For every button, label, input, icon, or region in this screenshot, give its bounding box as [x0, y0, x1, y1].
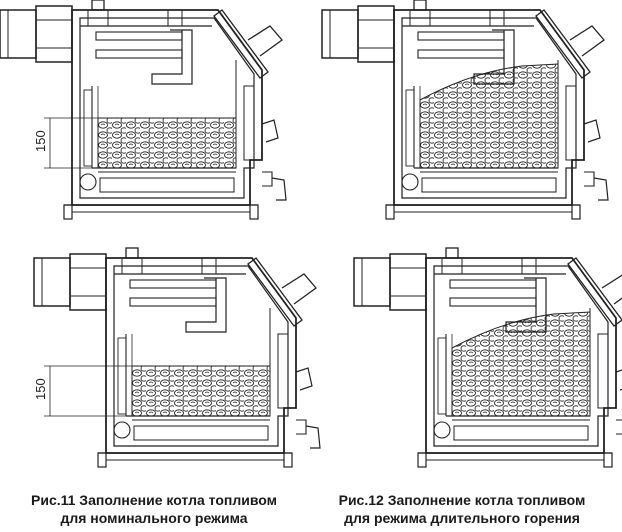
boiler-diagram-fig11-bottom: 150: [33, 247, 321, 468]
dimension-label: 150: [33, 378, 48, 400]
caption-fig11-line1: Рис.11 Заполнение котла топливом: [31, 492, 277, 508]
boiler-diagram-fig11-top: 150: [0, 0, 287, 220]
caption-fig12-line2: для режима длительного горения: [344, 510, 580, 526]
caption-fig11: Рис.11 Заполнение котла топливом для ном…: [4, 491, 304, 527]
dimension-marker: 150: [33, 365, 132, 417]
boiler-diagram-fig12-bottom: [353, 247, 622, 468]
caption-fig11-line2: для номинального режима: [60, 510, 248, 526]
dimension-marker: 150: [33, 117, 98, 169]
dimension-label: 150: [33, 130, 48, 152]
caption-fig12: Рис.12 Заполнение котла топливом для реж…: [312, 491, 612, 527]
boiler-diagram-fig12-top: [321, 0, 609, 220]
caption-fig12-line1: Рис.12 Заполнение котла топливом: [338, 492, 586, 508]
